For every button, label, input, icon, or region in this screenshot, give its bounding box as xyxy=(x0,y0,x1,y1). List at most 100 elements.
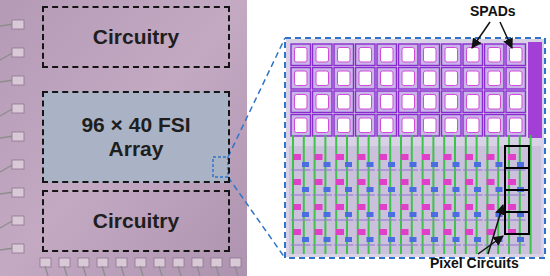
contact xyxy=(474,212,481,217)
spad-cell xyxy=(485,91,505,113)
transistor xyxy=(315,204,323,210)
spad-cell xyxy=(485,68,505,90)
transistor xyxy=(379,179,387,185)
transistor xyxy=(358,229,366,235)
poly-line xyxy=(313,169,333,170)
contact xyxy=(517,162,524,167)
transistor xyxy=(422,229,430,235)
layout-ground xyxy=(286,39,544,257)
spad-cell xyxy=(399,44,419,66)
spad-cell xyxy=(506,68,526,90)
poly-line xyxy=(356,194,376,195)
circuit-ground xyxy=(289,146,541,254)
contact xyxy=(302,162,309,167)
spad-cell xyxy=(291,68,311,90)
spad-active-area xyxy=(467,118,480,133)
poly-line xyxy=(442,244,462,245)
bond-pad xyxy=(116,258,127,267)
spad-cell xyxy=(356,44,376,66)
transistor xyxy=(422,204,430,210)
region-box: 96 × 40 FSI Array xyxy=(42,91,230,183)
transistor xyxy=(336,179,344,185)
spad-cell xyxy=(420,91,440,113)
poly-line xyxy=(485,194,505,195)
transistor xyxy=(401,204,409,210)
transistor xyxy=(465,154,473,160)
contact xyxy=(345,212,352,217)
poly-line xyxy=(291,219,311,220)
zoom-line xyxy=(228,177,285,258)
bond-pad xyxy=(154,258,165,267)
region-box: Circuitry xyxy=(42,190,230,252)
guard-strip xyxy=(528,42,542,138)
contact xyxy=(302,212,309,217)
spad-cell xyxy=(356,115,376,137)
die-background xyxy=(0,0,247,276)
spad-active-area xyxy=(424,48,437,63)
poly-line xyxy=(334,244,354,245)
pixel-circuit-outline xyxy=(505,190,529,212)
bond-pads xyxy=(0,20,241,276)
contact xyxy=(431,212,438,217)
spad-active-area xyxy=(467,48,480,63)
bond-wire xyxy=(102,266,105,276)
region-label: Circuitry xyxy=(93,209,179,233)
contact xyxy=(453,162,460,167)
spad-active-area xyxy=(488,95,501,110)
transistor xyxy=(401,229,409,235)
spad-cell xyxy=(463,115,483,137)
poly-line xyxy=(463,169,483,170)
spad-active-area xyxy=(488,48,501,63)
layout-view xyxy=(286,39,544,257)
bond-pad xyxy=(173,258,184,267)
spad-cell xyxy=(334,115,354,137)
transistor xyxy=(444,179,452,185)
zoom-marker xyxy=(213,157,228,177)
contact xyxy=(367,237,374,242)
poly-line xyxy=(291,169,311,170)
transistor xyxy=(422,154,430,160)
spad-active-area xyxy=(445,118,458,133)
spad-active-area xyxy=(488,71,501,86)
bond-pad xyxy=(59,258,70,267)
contact xyxy=(367,162,374,167)
spad-active-area xyxy=(295,95,308,110)
leader-arrow xyxy=(488,205,503,254)
transistor xyxy=(508,154,516,160)
transistor xyxy=(336,154,344,160)
transistor xyxy=(358,179,366,185)
bond-wire xyxy=(159,266,162,276)
spad-active-area xyxy=(359,95,372,110)
transistor xyxy=(293,204,301,210)
bond-wire xyxy=(83,266,86,276)
spad-cell xyxy=(399,91,419,113)
bond-wire xyxy=(45,266,48,276)
contact xyxy=(324,237,331,242)
poly-line xyxy=(334,169,354,170)
poly-line xyxy=(291,194,311,195)
contact xyxy=(410,187,417,192)
transistor xyxy=(315,229,323,235)
transistor xyxy=(379,229,387,235)
poly-line xyxy=(356,244,376,245)
spad-active-area xyxy=(424,95,437,110)
spad-cell xyxy=(334,68,354,90)
bond-pad xyxy=(135,258,146,267)
contact xyxy=(474,187,481,192)
bond-pad xyxy=(12,104,24,113)
leader-arrow xyxy=(472,22,490,48)
spad-cell xyxy=(442,68,462,90)
spad-active-area xyxy=(402,118,415,133)
bond-pad xyxy=(211,258,222,267)
spad-cell xyxy=(420,44,440,66)
transistor xyxy=(444,154,452,160)
transistor xyxy=(465,229,473,235)
spad-cell xyxy=(377,68,397,90)
contact xyxy=(324,162,331,167)
spad-active-area xyxy=(381,118,394,133)
transistor xyxy=(379,204,387,210)
poly-line xyxy=(442,194,462,195)
region-label: 96 × 40 FSI Array xyxy=(80,113,192,161)
poly-line xyxy=(377,169,397,170)
contact xyxy=(453,237,460,242)
